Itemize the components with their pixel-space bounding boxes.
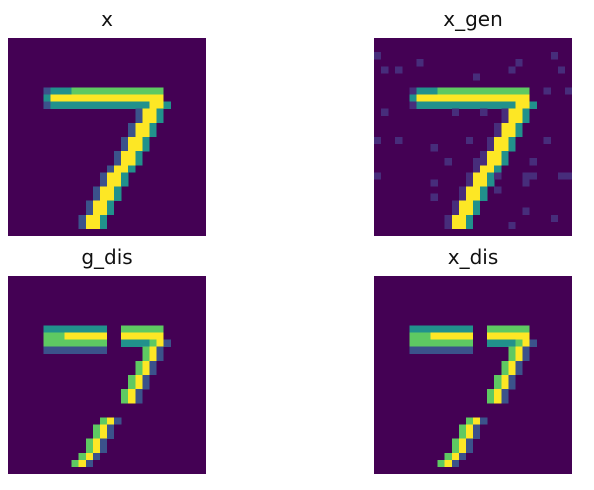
panel-title-g-dis: g_dis [81, 245, 133, 269]
digit-image-x [8, 38, 206, 236]
panel-title-x-gen: x_gen [443, 7, 503, 31]
digit-image-g-dis [8, 276, 206, 474]
panel-title-x-dis: x_dis [447, 245, 499, 269]
digit-image-x-dis [374, 276, 572, 474]
digit-image-x-gen [374, 38, 572, 236]
panel-title-x: x [101, 7, 113, 31]
